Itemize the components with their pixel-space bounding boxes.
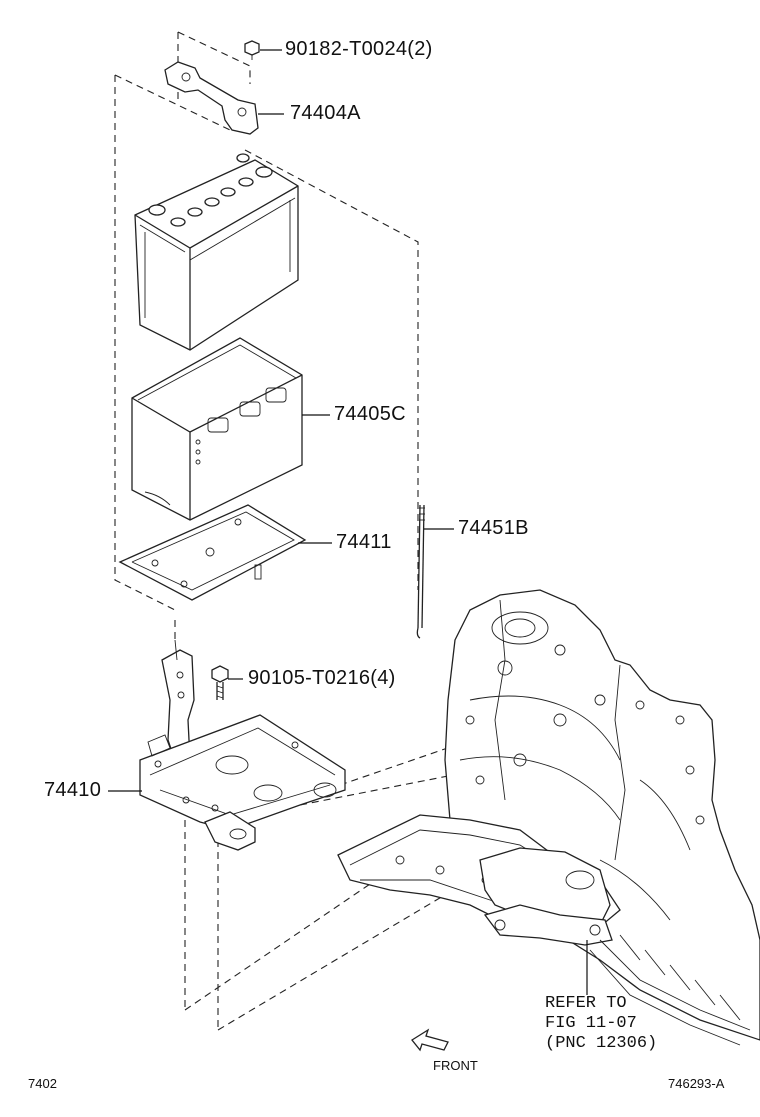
- drawing-id: 746293-A: [668, 1076, 725, 1091]
- rod-74451b-drawing: [416, 504, 425, 639]
- reference-line-2: FIG 11-07: [545, 1014, 637, 1033]
- bolt-90105-drawing: [211, 665, 229, 700]
- reference-note: REFER TO FIG 11-07 (PNC 12306): [545, 994, 657, 1054]
- battery-carrier-74410-drawing: [139, 639, 346, 851]
- bolt-90182-drawing: [244, 40, 260, 60]
- battery-drawing: [134, 153, 299, 351]
- front-arrow-icon: [411, 1028, 449, 1052]
- part-label-90105: 90105-T0216(4): [248, 667, 396, 689]
- page-code: 7402: [28, 1076, 57, 1091]
- reference-line-1: REFER TO: [545, 994, 627, 1013]
- reference-line-3: (PNC 12306): [545, 1034, 658, 1053]
- part-label-74411: 74411: [336, 531, 392, 553]
- leader-lines: [108, 49, 588, 995]
- clamp-74404a-drawing: [164, 61, 259, 135]
- part-label-74451b: 74451B: [458, 517, 529, 539]
- tray-74411-drawing: [118, 504, 307, 601]
- part-label-74410: 74410: [44, 779, 102, 801]
- body-transmission-drawing: [444, 589, 760, 1041]
- part-label-74405c: 74405C: [334, 403, 406, 425]
- part-label-90182: 90182-T0024(2): [285, 38, 433, 60]
- body-frame-drawing: [337, 814, 751, 1046]
- part-label-74404a: 74404A: [290, 102, 361, 124]
- front-label: FRONT: [433, 1058, 478, 1073]
- battery-case-74405c-drawing: [131, 337, 303, 521]
